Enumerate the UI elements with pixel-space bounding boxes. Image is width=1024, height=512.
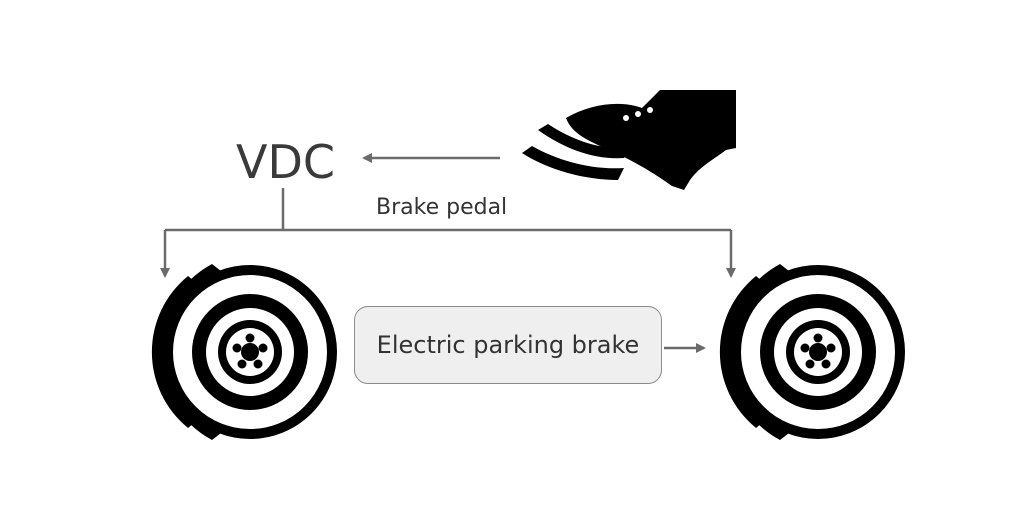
left-brake-disc-icon xyxy=(152,264,332,440)
right-brake-disc-icon xyxy=(720,264,900,440)
electric-parking-brake-box: Electric parking brake xyxy=(354,306,662,384)
vdc-label: VDC xyxy=(236,135,336,189)
foot-on-pedal-icon xyxy=(522,90,736,190)
electric-parking-brake-label: Electric parking brake xyxy=(376,331,640,359)
brake-pedal-label: Brake pedal xyxy=(376,195,508,220)
